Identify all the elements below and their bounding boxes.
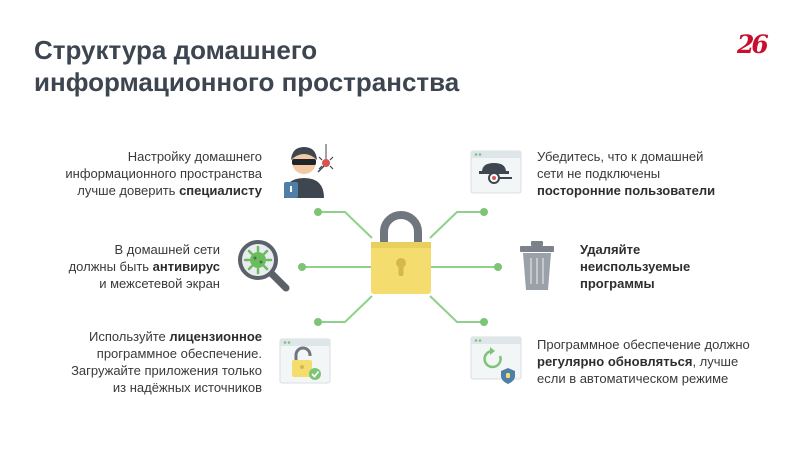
specialist-line-3: лучше доверить специалисту <box>77 183 262 198</box>
trash-bin-icon <box>520 241 554 290</box>
antivirus-line-1: В домашней сети <box>114 242 221 257</box>
license-line-3: Загружайте приложения только <box>71 363 262 378</box>
node-antivirus <box>298 263 306 271</box>
connector-update <box>429 295 484 323</box>
item-unused: Удаляйте неиспользуемые программы <box>580 241 780 292</box>
item-specialist: Настройку домашнего информационного прос… <box>30 148 262 199</box>
connector-lines <box>302 211 498 323</box>
item-update: Программное обеспечение должно регулярно… <box>537 336 787 387</box>
specialist-highlight: специалисту <box>179 183 262 198</box>
update-line-1: Программное обеспечение должно <box>537 337 750 352</box>
item-license: Используйте лицензионное программное обе… <box>30 328 262 396</box>
node-specialist <box>314 208 322 216</box>
specialist-line-1: Настройку домашнего <box>127 149 262 164</box>
node-unused <box>494 263 502 271</box>
spy-browser-icon <box>470 150 522 194</box>
update-highlight: регулярно обновляться <box>537 354 693 369</box>
update-line-2: регулярно обновляться, лучше <box>537 354 739 369</box>
title-line-1: Структура домашнего <box>34 35 318 65</box>
connector-license <box>318 295 373 323</box>
connector-specialist <box>318 211 373 239</box>
node-license <box>314 318 322 326</box>
title-line-2: информационного пространства <box>34 67 460 97</box>
unused-line-2: неиспользуемые <box>580 259 691 274</box>
license-line-4: из надёжных источников <box>112 380 262 395</box>
license-highlight: лицензионное <box>169 329 262 344</box>
page-title: Структура домашнего информационного прос… <box>34 34 554 98</box>
license-line-2: программное обеспечение. <box>96 346 262 361</box>
central-padlock-icon <box>371 211 431 294</box>
node-update <box>480 318 488 326</box>
connector-outsiders <box>429 211 484 239</box>
outsiders-line-2: сети не подключены <box>537 166 661 181</box>
unused-line-3: программы <box>580 276 655 291</box>
unused-line-1: Удаляйте <box>580 242 641 257</box>
refresh-browser-icon <box>470 336 522 384</box>
license-line-1: Используйте лицензионное <box>88 329 262 344</box>
item-outsiders: Убедитесь, что к домашней сети не подклю… <box>537 148 777 199</box>
specialist-line-2: информационного пространства <box>65 166 262 181</box>
item-antivirus: В домашней сети должны быть антивирус и … <box>30 241 220 292</box>
hacker-icon <box>284 144 334 198</box>
update-line-3: если в автоматическом режиме <box>537 371 729 386</box>
brand-logo: 26 <box>737 30 769 59</box>
padlock-browser-icon <box>279 338 331 384</box>
antivirus-line-2: должны быть антивирус <box>68 259 220 274</box>
node-outsiders <box>480 208 488 216</box>
virus-magnifier-icon <box>238 240 290 292</box>
outsiders-line-1: Убедитесь, что к домашней <box>537 149 704 164</box>
antivirus-highlight: антивирус <box>152 259 220 274</box>
outsiders-highlight: посторонние пользователи <box>537 183 716 198</box>
connector-nodes <box>298 208 502 326</box>
antivirus-line-3: и межсетевой экран <box>99 276 220 291</box>
